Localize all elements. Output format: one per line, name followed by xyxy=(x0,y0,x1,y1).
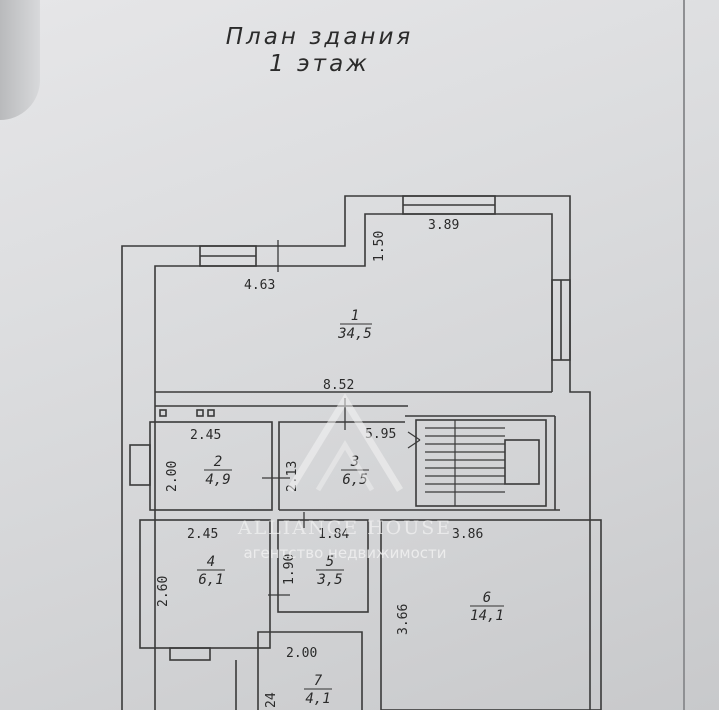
room-7-area: 4,1 xyxy=(305,691,330,707)
watermark-roof-icon xyxy=(287,393,403,492)
dim-4-63: 4.63 xyxy=(244,278,275,293)
dimension-ticks xyxy=(262,240,346,596)
room-1-number: 1 xyxy=(351,308,359,324)
watermark-tagline: агентство недвижимости xyxy=(243,544,446,562)
dim-24: 24 xyxy=(264,692,279,708)
room-4-number: 4 xyxy=(207,554,215,570)
dim-2-00-bottom: 2.00 xyxy=(286,646,317,661)
watermark-brand: ALLIANCE HOUSE xyxy=(237,517,452,539)
dim-5-95: 5.95 xyxy=(365,427,396,442)
room-2-number: 2 xyxy=(214,454,222,470)
room-6-area: 14,1 xyxy=(470,608,504,624)
frame-border-line xyxy=(683,0,685,710)
dim-3-86: 3.86 xyxy=(452,527,483,542)
watermark-inner-roof-icon xyxy=(315,440,375,492)
dim-8-52: 8.52 xyxy=(323,378,354,393)
plan-title: План здания xyxy=(225,24,414,50)
dim-2-45-top: 2.45 xyxy=(190,428,221,443)
walls xyxy=(121,195,602,710)
watermark: ALLIANCE HOUSE агентство недвижимости xyxy=(237,393,452,562)
dim-1-90: 1.90 xyxy=(282,554,297,585)
room-3-number: 3 xyxy=(350,454,359,470)
room-1-area: 34,5 xyxy=(337,326,372,342)
dim-2-45-bottom: 2.45 xyxy=(187,527,218,542)
room-2-area: 4,9 xyxy=(205,472,230,488)
dim-1-50: 1.50 xyxy=(372,231,387,262)
room-5-area: 3,5 xyxy=(316,572,342,588)
room-4-area: 6,1 xyxy=(198,572,223,588)
room-7-number: 7 xyxy=(314,673,323,689)
room-5-number: 5 xyxy=(326,554,334,570)
floor-title: 1 этаж xyxy=(269,51,370,77)
dim-1-84: 1.84 xyxy=(318,527,349,542)
room-6-number: 6 xyxy=(483,590,491,606)
dim-2-60: 2.60 xyxy=(156,576,171,607)
dim-3-66: 3.66 xyxy=(396,604,411,635)
page-curl xyxy=(0,0,40,120)
dim-3-89: 3.89 xyxy=(428,218,459,233)
room-3-area: 6,5 xyxy=(342,472,367,488)
dim-2-00-left: 2.00 xyxy=(165,461,180,492)
